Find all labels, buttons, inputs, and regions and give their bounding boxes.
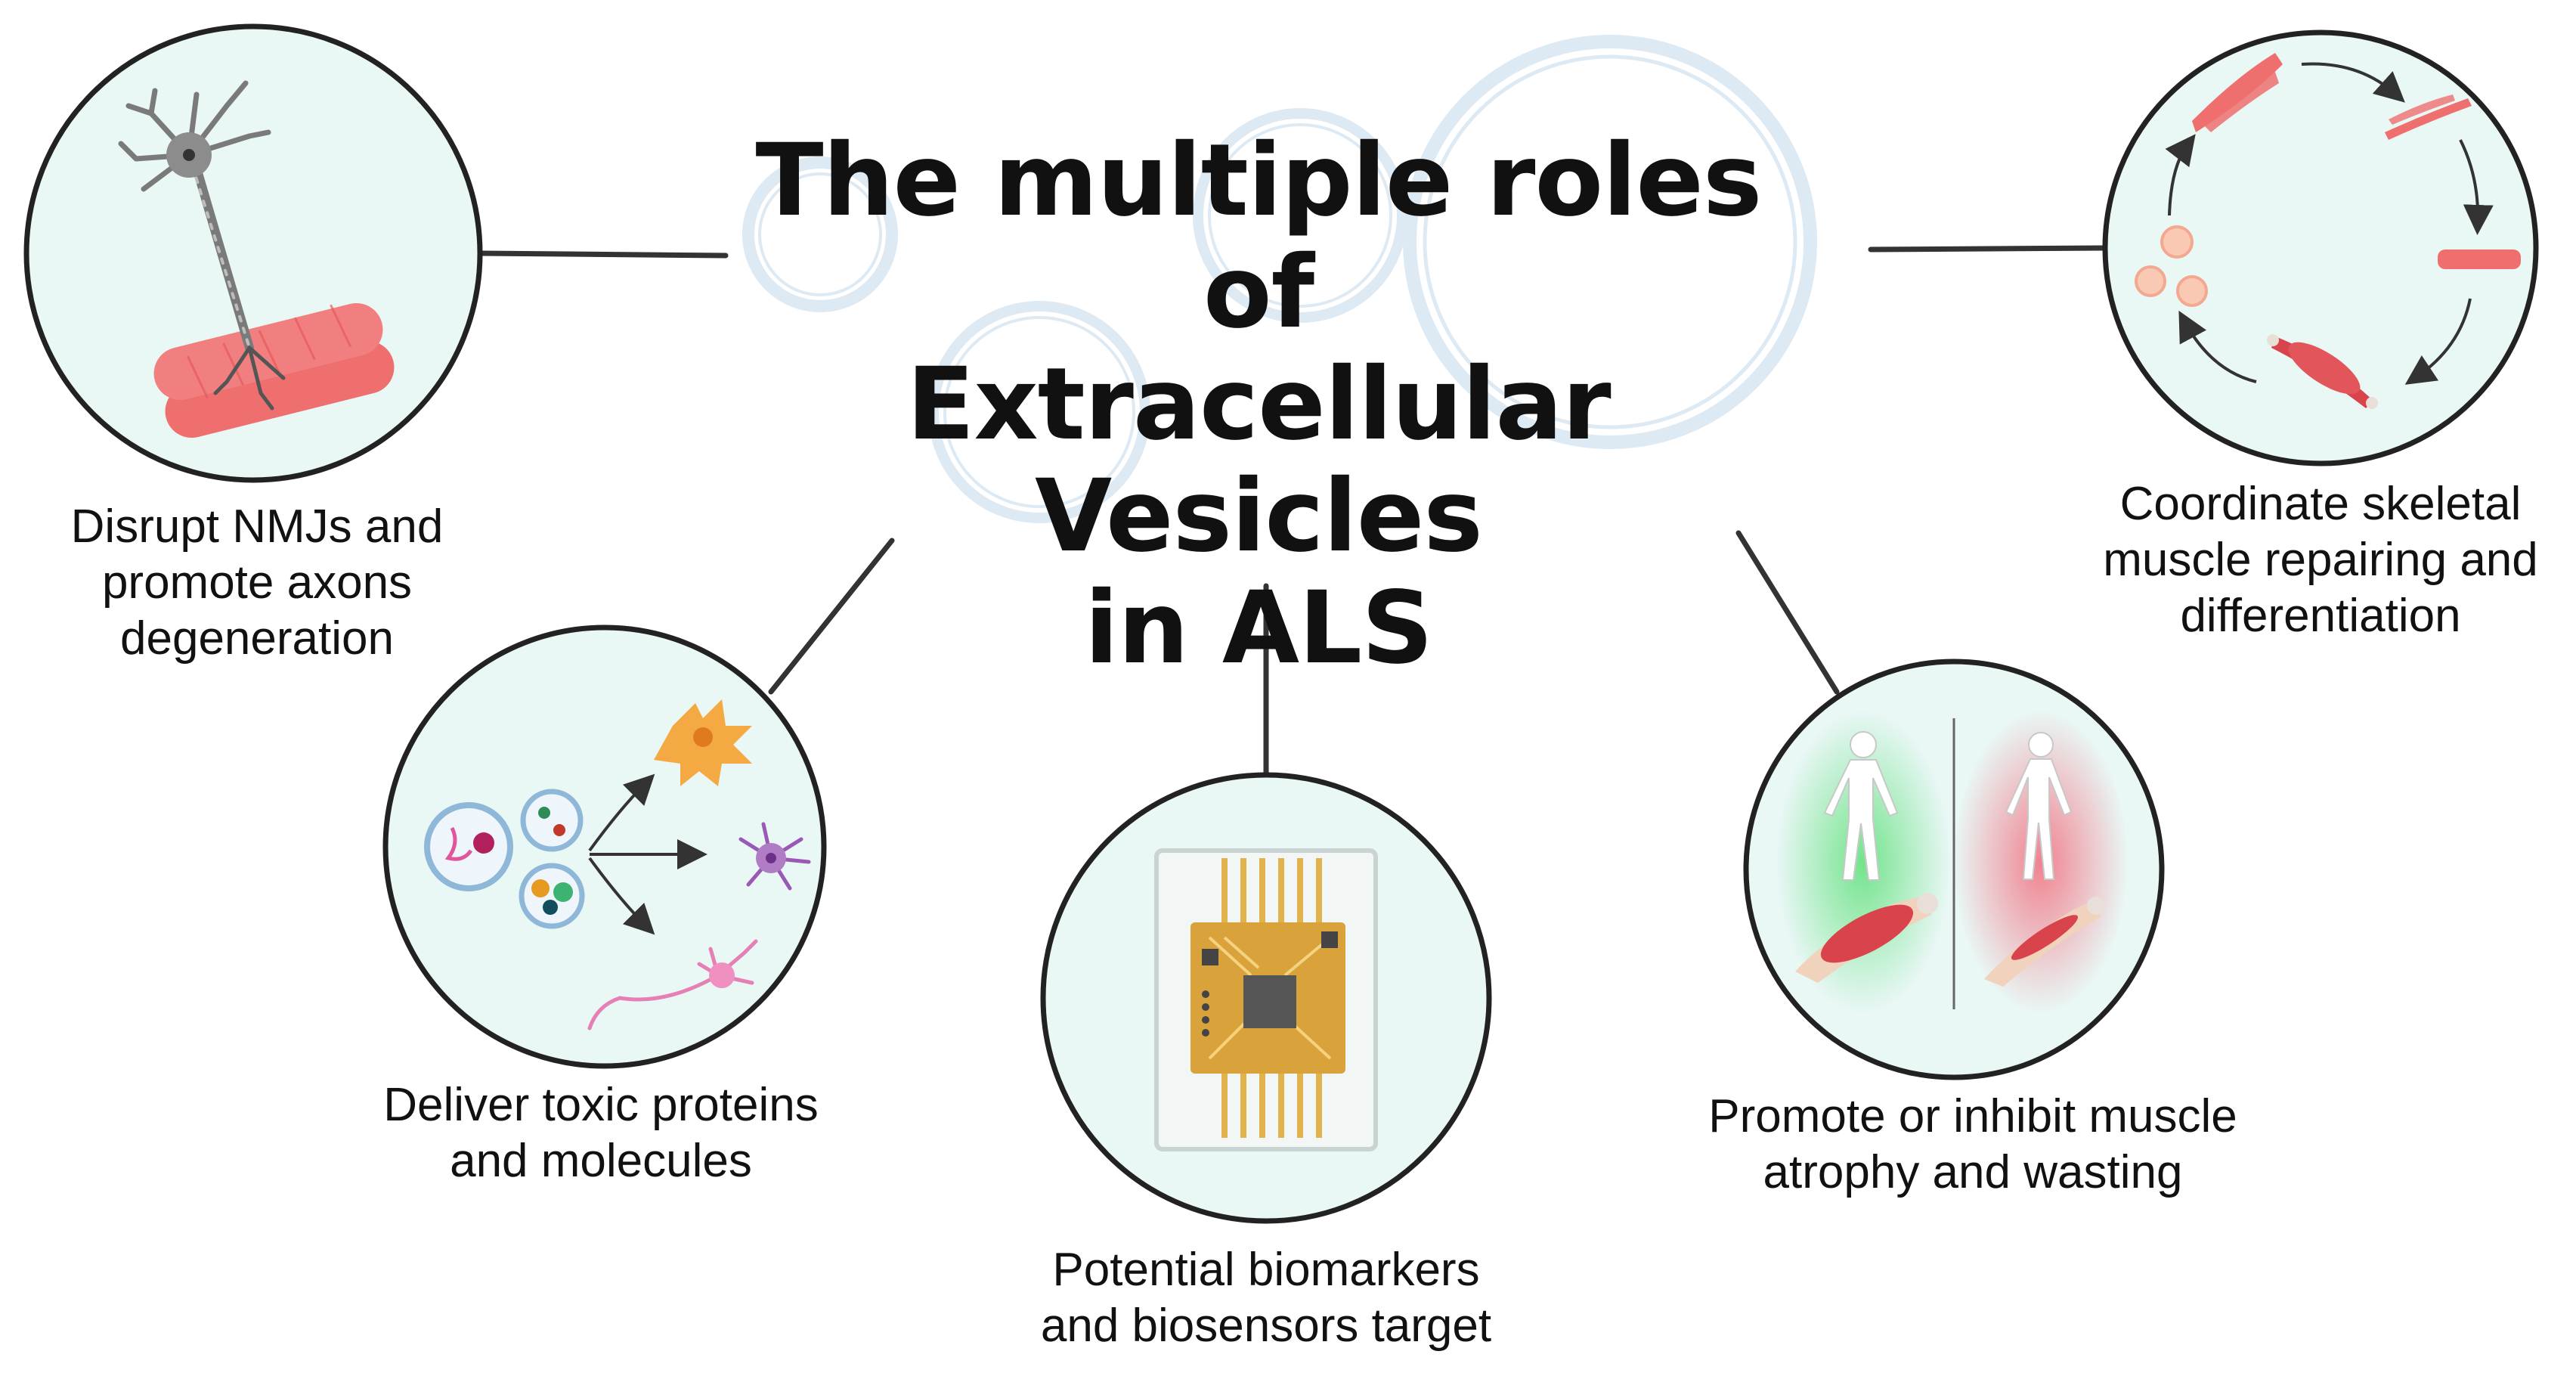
biosensor-illustration [1040,772,1492,1224]
atrophied-body-icon [2005,732,2073,880]
page-title: The multiple roles of Extracellular Vesi… [726,125,1791,684]
label-repair-line-1: Coordinate skeletal [2119,478,2522,530]
label-biomarkers: Potential biomarkers and biosensors targ… [983,1242,1550,1354]
label-toxic-line-1: Deliver toxic proteins [383,1079,819,1131]
neuron-small-icon [587,939,758,1030]
connector-repair [1868,245,2108,253]
astrocyte-icon [654,699,752,786]
label-atrophy: Promote or inhibit muscle atrophy and wa… [1686,1089,2260,1201]
satellite-cells-icon [2135,225,2208,307]
label-biomarkers-line-1: Potential biomarkers [1052,1244,1480,1296]
cycle-arrows [2165,62,2494,385]
chip-core-icon [1243,975,1296,1028]
title-line-3: in ALS [1084,570,1434,686]
connector-toxic [768,538,895,695]
connector-nmj [477,250,729,259]
vesicle-icon [424,789,585,929]
title-line-2: Extracellular Vesicles [906,346,1611,575]
label-biomarkers-line-2: and biosensors target [1040,1300,1492,1352]
label-atrophy-line-2: atrophy and wasting [1763,1146,2183,1198]
muscle-bundle-icon [2267,334,2378,409]
label-nmj: Disrupt NMJs and promote axons degenerat… [15,499,499,667]
title-line-1: The multiple roles of [755,122,1763,351]
label-nmj-line-1: Disrupt NMJs and [70,501,444,553]
nmj-illustration [23,23,483,483]
label-repair-line-2: muscle repairing and [2103,534,2538,586]
arrow-icons [588,773,707,935]
healthy-muscle-icon [1795,893,1938,983]
muscle-fiber-icon [153,302,395,439]
connector-atrophy [1735,530,1840,695]
neuron-icon [118,80,286,411]
label-repair-line-3: differentiation [2180,590,2461,642]
repair-illustration [2102,29,2539,466]
atrophied-muscle-icon [1984,897,2105,987]
label-atrophy-line-1: Promote or inhibit muscle [1708,1090,2237,1142]
myotube-icon [2192,53,2472,140]
atrophy-illustration [1743,659,2165,1080]
connector-lines [477,245,2108,778]
label-nmj-line-2: promote axons [101,556,413,609]
label-nmj-line-3: degeneration [120,612,394,665]
background-vesicles-decoration [742,35,1817,523]
label-toxic-line-2: and molecules [450,1135,752,1187]
microglia-icon [738,822,811,891]
label-toxic: Deliver toxic proteins and molecules [325,1077,877,1189]
muscle-fiber-small-icon [2438,249,2521,269]
healthy-body-icon [1823,731,1899,881]
toxic-cargo-illustration [382,624,827,1069]
label-repair: Coordinate skeletal muscle repairing and… [2071,476,2570,644]
